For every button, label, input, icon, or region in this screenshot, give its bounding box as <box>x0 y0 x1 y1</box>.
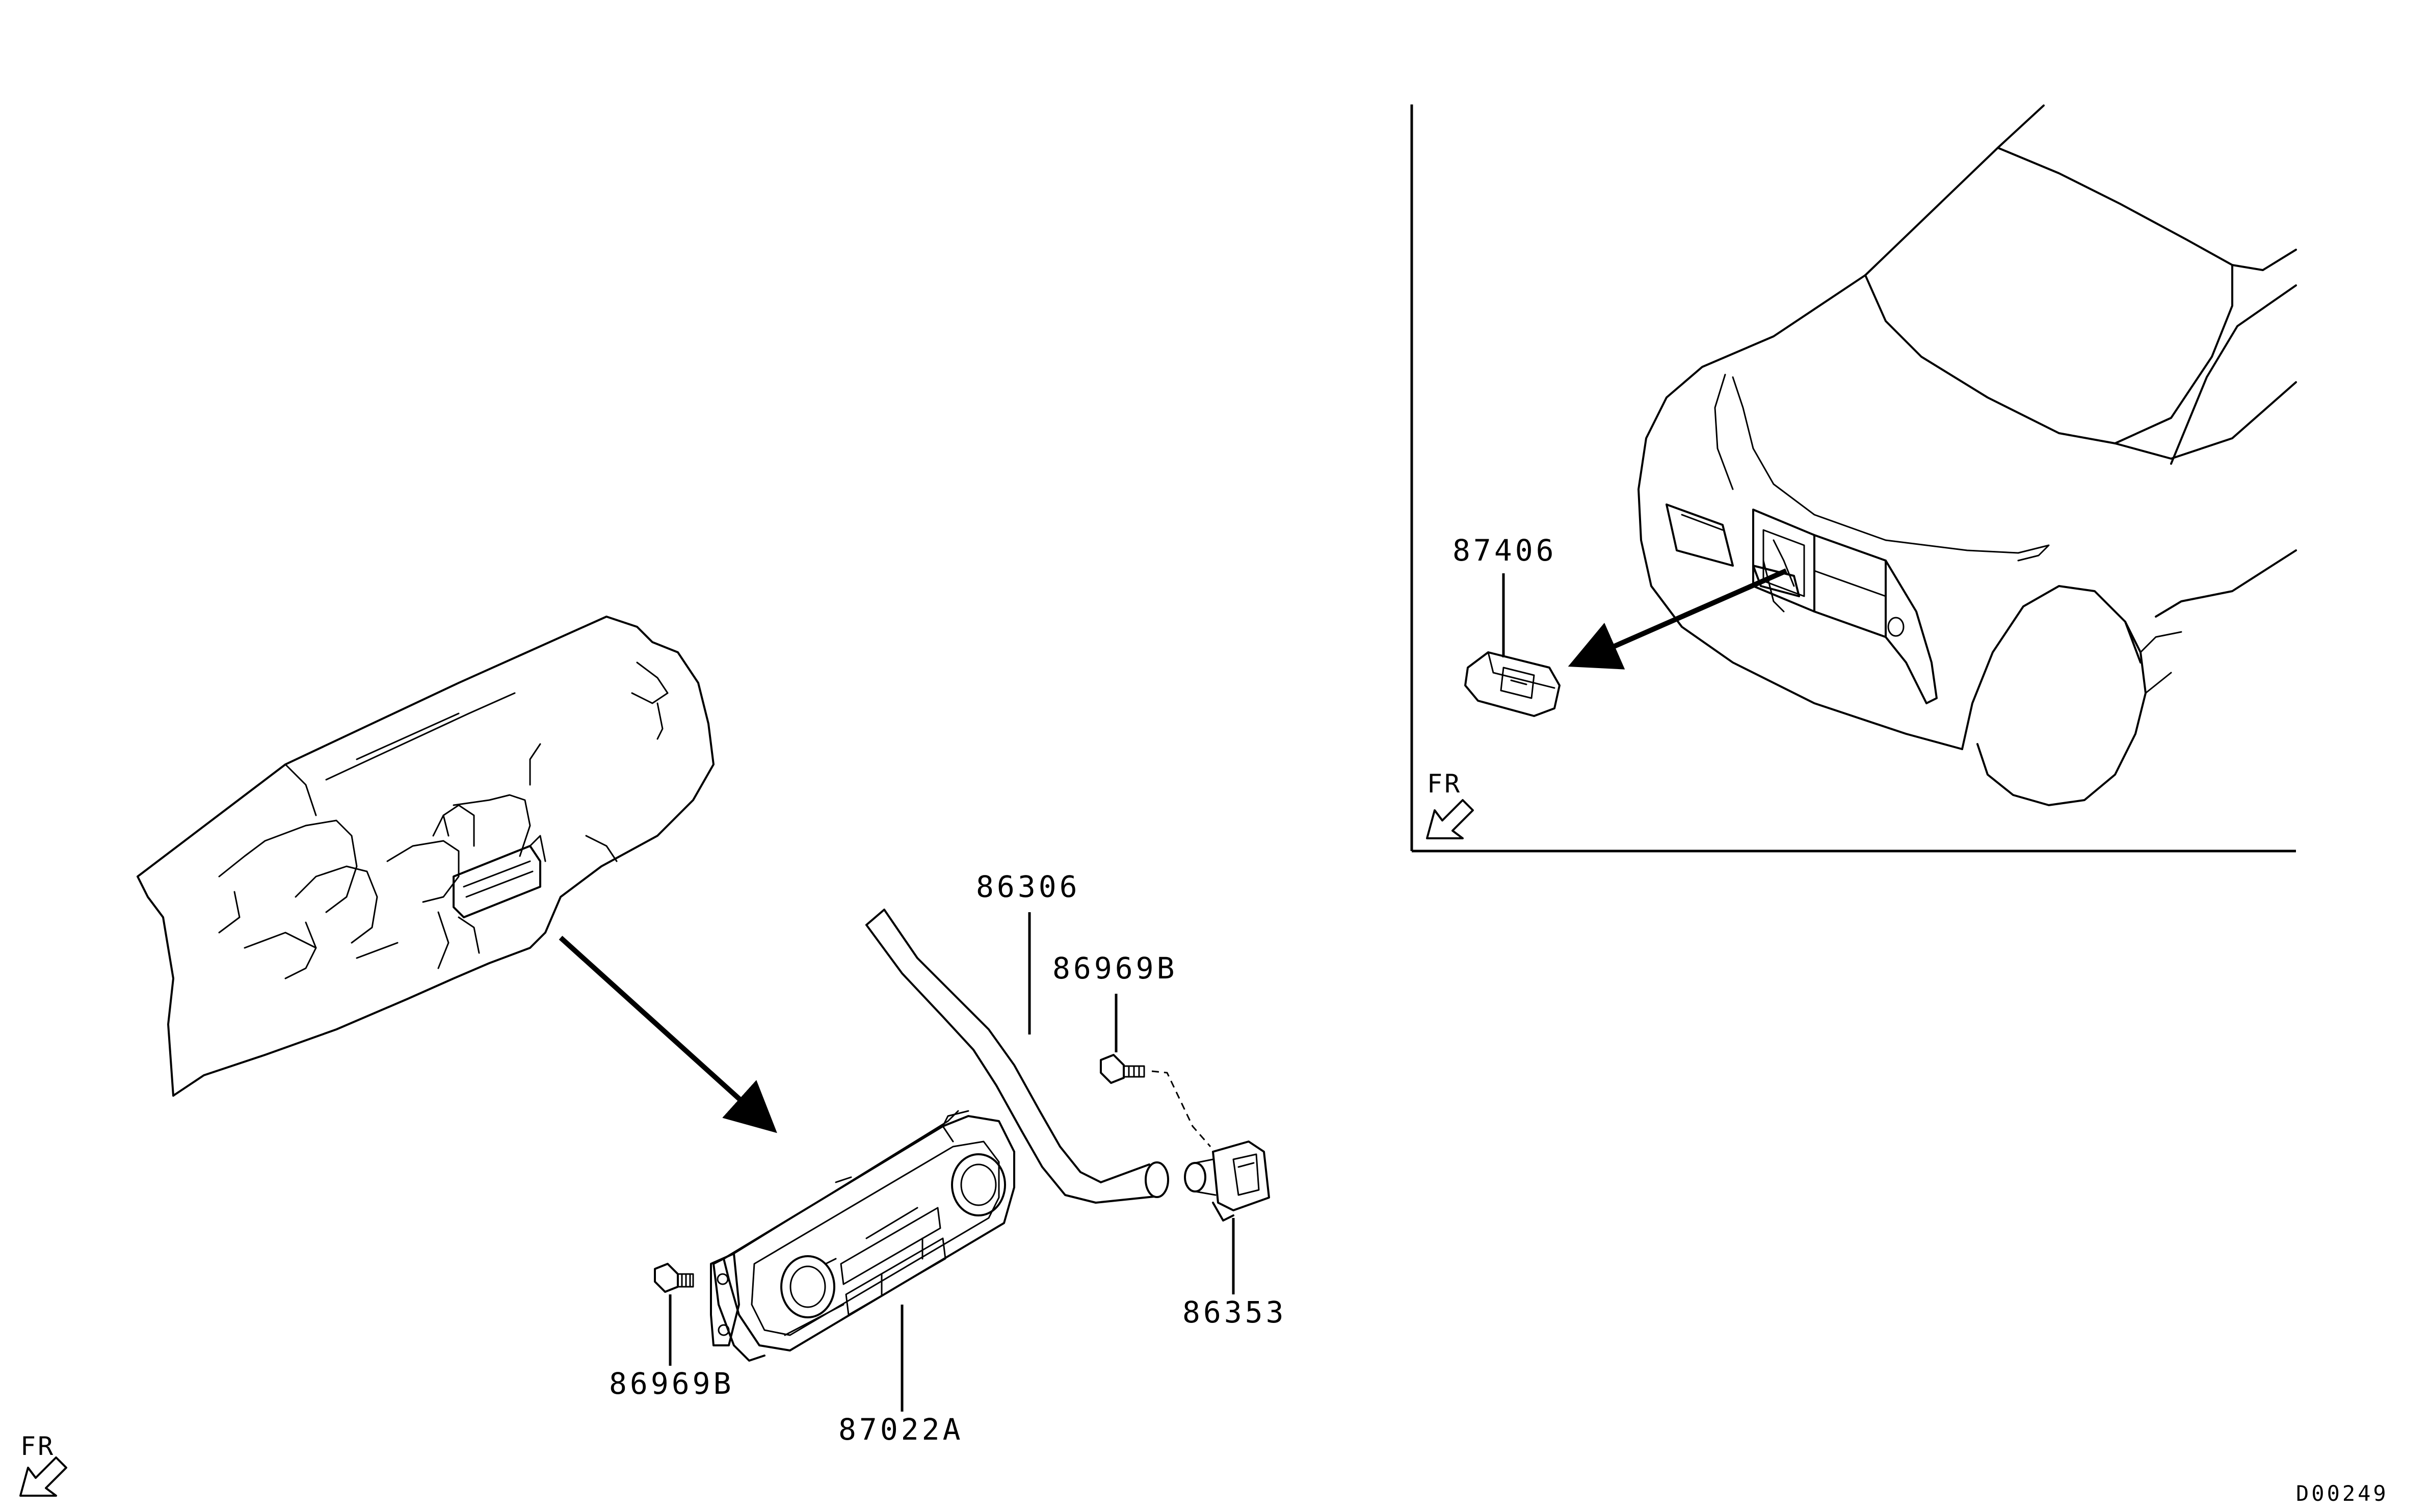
fr-arrow-main-icon <box>19 1456 67 1497</box>
in-car-sensor-illustration <box>1184 1140 1270 1222</box>
fr-label-inset: FR <box>1427 769 1462 799</box>
screw-lower-illustration <box>654 1263 694 1293</box>
fr-arrow-inset-icon <box>1426 799 1474 839</box>
part-number-ambient-sensor: 87406 <box>1452 533 1557 568</box>
screw-upper-illustration <box>1100 1054 1145 1084</box>
aspirator-hose-illustration <box>865 909 1169 1204</box>
part-number-control-panel: 87022A <box>838 1412 964 1447</box>
screw-alignment-line <box>1151 1070 1211 1147</box>
drawing-code: D00249 <box>2296 1481 2389 1506</box>
part-number-screw-lower: 86969B <box>609 1366 734 1401</box>
part-number-screw-upper: 86969B <box>1052 951 1178 986</box>
inset-frame <box>1410 104 2296 853</box>
fr-direction-indicator-main: FR <box>19 1431 67 1497</box>
climate-control-panel-illustration <box>710 1110 1015 1362</box>
part-number-sensor: 86353 <box>1182 1295 1287 1330</box>
vehicle-front-illustration <box>1637 104 2297 806</box>
ambient-temperature-sensor-illustration <box>1464 651 1561 717</box>
fr-label-main: FR <box>20 1431 55 1461</box>
dashboard-illustration <box>137 616 715 1097</box>
fr-direction-indicator-inset: FR <box>1426 769 1474 839</box>
part-number-hose: 86306 <box>976 869 1080 904</box>
dashboard-to-panel-arrow <box>559 936 777 1133</box>
vehicle-to-sensor-arrow <box>1568 568 1788 670</box>
